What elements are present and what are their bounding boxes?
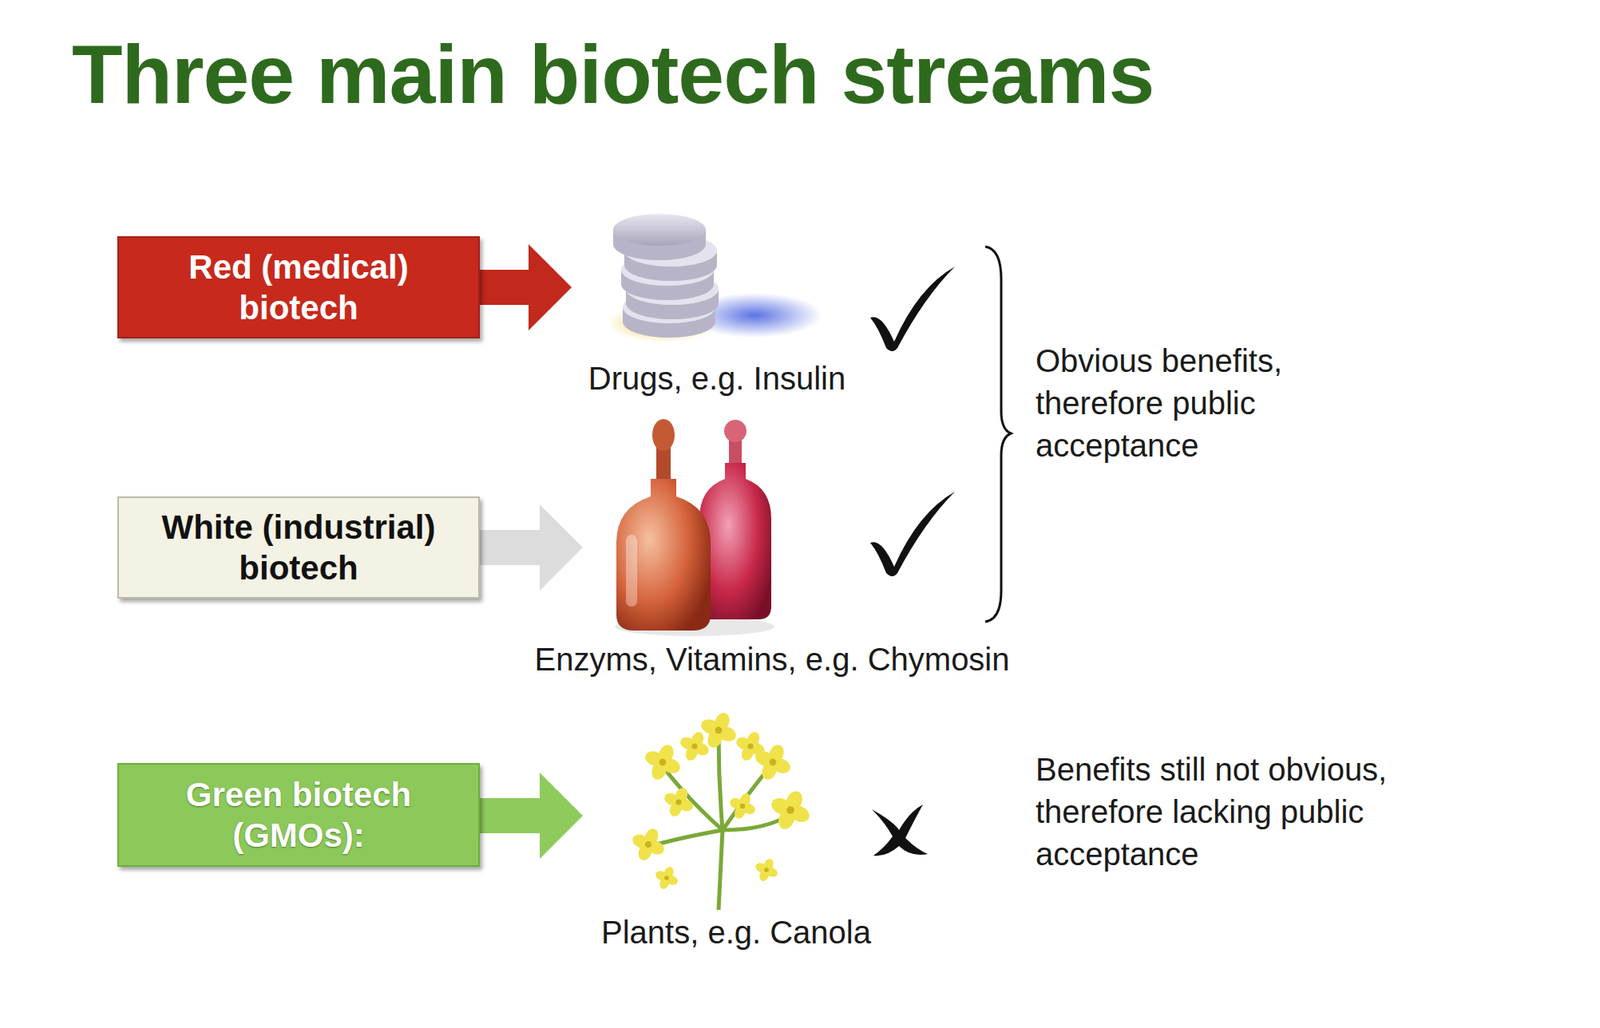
note: Obvious benefits, therefore public accep… [1035,340,1355,468]
bottles [614,419,775,637]
note: Benefits still not obvious, therefore la… [1035,748,1483,877]
title: Three main biotech streams [71,27,1154,123]
curly-brace [985,246,1011,622]
stream-box: Green biotech (GMOs): [117,763,480,868]
product-label: Drugs, e.g. Insulin [588,357,846,400]
cross-mark [871,804,928,856]
box-label: Green biotech (GMOs): [118,769,479,861]
product-label: Plants, e.g. Canola [601,911,872,955]
canola-flower [630,710,812,911]
product-label: Enzyms, Vitamins, e.g. Chymosin [534,638,1010,682]
stream-box: Red (medical) biotech [117,236,480,339]
green-arrow [477,772,583,860]
check-mark [870,491,955,577]
pill-stack [606,213,823,343]
red-arrow [477,244,572,331]
check-mark [870,266,955,352]
box-label: Red (medical) biotech [118,241,479,333]
white-arrow [477,504,583,591]
box-label: White (industrial) biotech [118,502,479,594]
stream-box: White (industrial) biotech [117,496,480,599]
